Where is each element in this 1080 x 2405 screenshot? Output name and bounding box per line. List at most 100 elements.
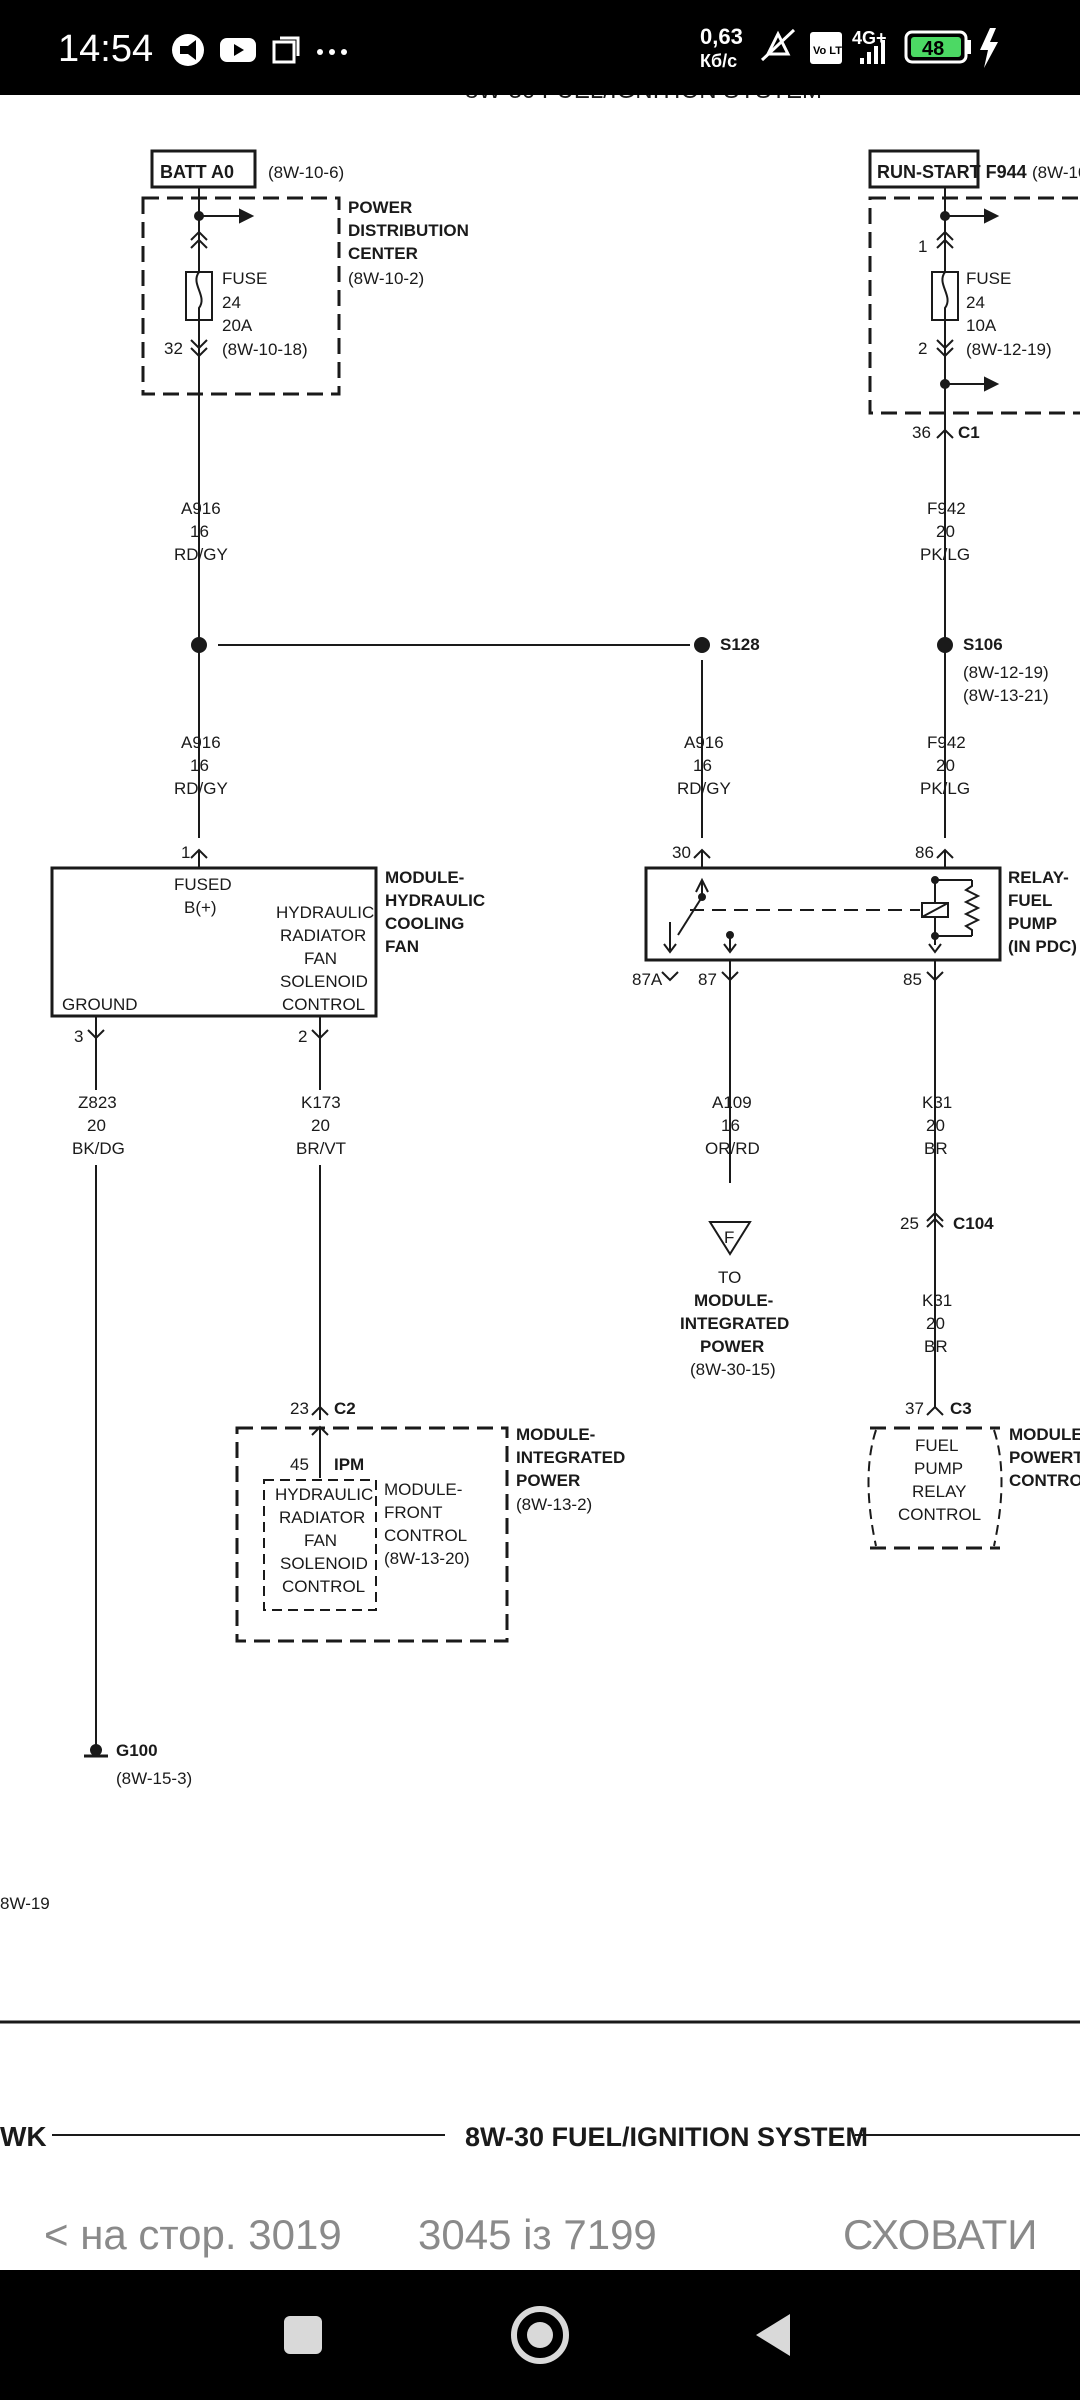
s106-ref2: (8W-13-21) bbox=[963, 686, 1049, 705]
relay-name-3: PUMP bbox=[1008, 914, 1057, 933]
ipm-inner-4: SOLENOID bbox=[280, 1554, 368, 1573]
recents-button[interactable] bbox=[284, 2316, 322, 2354]
wire-a916-left-color: RD/GY bbox=[174, 779, 228, 798]
wire-f942-top-gauge: 20 bbox=[936, 522, 955, 541]
to-ipm-name-2: INTEGRATED bbox=[680, 1314, 789, 1333]
pdc-label-2: DISTRIBUTION bbox=[348, 221, 469, 240]
fuse-left-num: 24 bbox=[222, 293, 241, 312]
status-time: 14:54 bbox=[58, 28, 154, 70]
pin-30: 30 bbox=[672, 843, 691, 862]
wire-k31-top-color: BR bbox=[924, 1139, 948, 1158]
fan-fused-2: B(+) bbox=[184, 898, 217, 917]
relay-name-2: FUEL bbox=[1008, 891, 1052, 910]
c104-pin: 25 bbox=[900, 1214, 919, 1233]
pin-3: 3 bbox=[74, 1027, 83, 1046]
relay-name-1: RELAY- bbox=[1008, 868, 1069, 887]
wire-a109-gauge: 16 bbox=[721, 1116, 740, 1135]
s106-ref1: (8W-12-19) bbox=[963, 663, 1049, 682]
status-right-group: 0,63 Кб/с Vo LTE 4G+ 48 bbox=[700, 22, 1040, 72]
pcm-inner-3: RELAY bbox=[912, 1482, 967, 1501]
fuse-right-symbol bbox=[931, 271, 959, 321]
svg-text:– – – –: – – – – bbox=[0, 95, 74, 104]
home-button[interactable] bbox=[511, 2306, 569, 2364]
wire-a109-color: OR/RD bbox=[705, 1139, 760, 1158]
ipm-inner-5: CONTROL bbox=[282, 1577, 365, 1596]
relay-pin-87a: 87A bbox=[632, 970, 663, 989]
pcm-name-2: POWERTR bbox=[1009, 1448, 1080, 1467]
ipm-module-box bbox=[235, 1426, 509, 1643]
g100-label: G100 bbox=[116, 1741, 158, 1760]
battery-icon bbox=[904, 30, 971, 64]
c1-label: C1 bbox=[958, 423, 980, 442]
wire-k173-gauge: 20 bbox=[311, 1116, 330, 1135]
batt-label: BATT A0 bbox=[160, 162, 234, 182]
to-ipm-to: TO bbox=[718, 1268, 741, 1287]
fan-ctrl-4: SOLENOID bbox=[280, 972, 368, 991]
wire-k173-color: BR/VT bbox=[296, 1139, 346, 1158]
wiring-diagram: 8W-30 FUEL/IGNITION SYSTEM – – – – BATT … bbox=[0, 95, 1080, 2195]
relay-box bbox=[644, 866, 1002, 962]
back-button[interactable] bbox=[756, 2314, 790, 2356]
ipm-inner-1: HYDRAULIC bbox=[275, 1485, 373, 1504]
to-ipm-marker bbox=[708, 1221, 752, 1256]
net-speed-bottom: Кб/с bbox=[700, 51, 737, 71]
wire-a916-mid-gauge: 16 bbox=[693, 756, 712, 775]
wire-k31-bottom-color: BR bbox=[924, 1337, 948, 1356]
c3-pin: 37 bbox=[905, 1399, 924, 1418]
cut-header-text: 8W-30 FUEL/IGNITION SYSTEM bbox=[465, 95, 822, 104]
pin-2: 2 bbox=[298, 1027, 307, 1046]
wire-a916-mid-circuit: A916 bbox=[684, 733, 724, 752]
fan-ctrl-1: HYDRAULIC bbox=[276, 903, 374, 922]
ipm-pin-45: 45 bbox=[290, 1455, 309, 1474]
wire-k31-top-gauge: 20 bbox=[926, 1116, 945, 1135]
fuse-left-ref: (8W-10-18) bbox=[222, 340, 308, 359]
fuse-right-ref: (8W-12-19) bbox=[966, 340, 1052, 359]
ipm-inner-3: FAN bbox=[304, 1531, 337, 1550]
to-ipm-name-3: POWER bbox=[700, 1337, 764, 1356]
hide-button[interactable]: СХОВАТИ bbox=[843, 2211, 1038, 2258]
fan-module-name-4: FAN bbox=[385, 937, 419, 956]
charging-icon bbox=[980, 28, 998, 68]
fan-module-box bbox=[50, 866, 378, 1018]
relay-pin-87: 87 bbox=[698, 970, 717, 989]
wire-a916-top-color: RD/GY bbox=[174, 545, 228, 564]
network-type: 4G+ bbox=[852, 28, 887, 48]
fuse-right-label: FUSE bbox=[966, 269, 1011, 288]
wire-f942-mid-gauge: 20 bbox=[936, 756, 955, 775]
c104-label: C104 bbox=[953, 1214, 994, 1233]
c3-label: C3 bbox=[950, 1399, 972, 1418]
pcm-module-box bbox=[867, 1426, 1003, 1550]
pin-86: 86 bbox=[915, 843, 934, 862]
splice-s128 bbox=[694, 637, 710, 653]
bottom-title: 8W-30 FUEL/IGNITION SYSTEM bbox=[465, 2122, 868, 2152]
ipm-name-3: POWER bbox=[516, 1471, 580, 1490]
ipm-front-ref: (8W-13-20) bbox=[384, 1549, 470, 1568]
wire-f942-top-color: PK/LG bbox=[920, 545, 970, 564]
s128-label: S128 bbox=[720, 635, 760, 654]
pdc-label-3: CENTER bbox=[348, 244, 418, 263]
more-dots-icon bbox=[317, 49, 347, 55]
fuse-right-pin-bottom: 2 bbox=[918, 339, 927, 358]
page-navigation-bar: < на стор. 3019 3045 із 7199 СХОВАТИ bbox=[0, 2195, 1080, 2275]
pin-1: 1 bbox=[181, 843, 190, 862]
fuse-right-amp: 10A bbox=[966, 316, 997, 335]
wire-z823-circuit: Z823 bbox=[78, 1093, 117, 1112]
pdc-box-left bbox=[141, 196, 341, 396]
pcm-name-1: MODULE- bbox=[1009, 1425, 1080, 1444]
prev-page-link[interactable]: < на стор. 3019 bbox=[44, 2211, 342, 2258]
ipm-ref: (8W-13-2) bbox=[516, 1495, 592, 1514]
runstart-label: RUN-START F944 bbox=[877, 162, 1027, 182]
fan-fused-1: FUSED bbox=[174, 875, 232, 894]
fuse-left-amp: 20A bbox=[222, 316, 253, 335]
wire-a916-top-circuit: A916 bbox=[181, 499, 221, 518]
wire-k173-circuit: K173 bbox=[301, 1093, 341, 1112]
page-counter: 3045 із 7199 bbox=[418, 2211, 657, 2258]
pdc-box-right bbox=[868, 196, 1080, 415]
wire-k31-bottom-gauge: 20 bbox=[926, 1314, 945, 1333]
wire-a916-left-circuit: A916 bbox=[181, 733, 221, 752]
youtube-icon bbox=[220, 38, 256, 62]
battery-level: 48 bbox=[922, 38, 944, 60]
fuse-left-pin: 32 bbox=[164, 339, 183, 358]
wire-a916-mid-color: RD/GY bbox=[677, 779, 731, 798]
wire-a916-left-gauge: 16 bbox=[190, 756, 209, 775]
